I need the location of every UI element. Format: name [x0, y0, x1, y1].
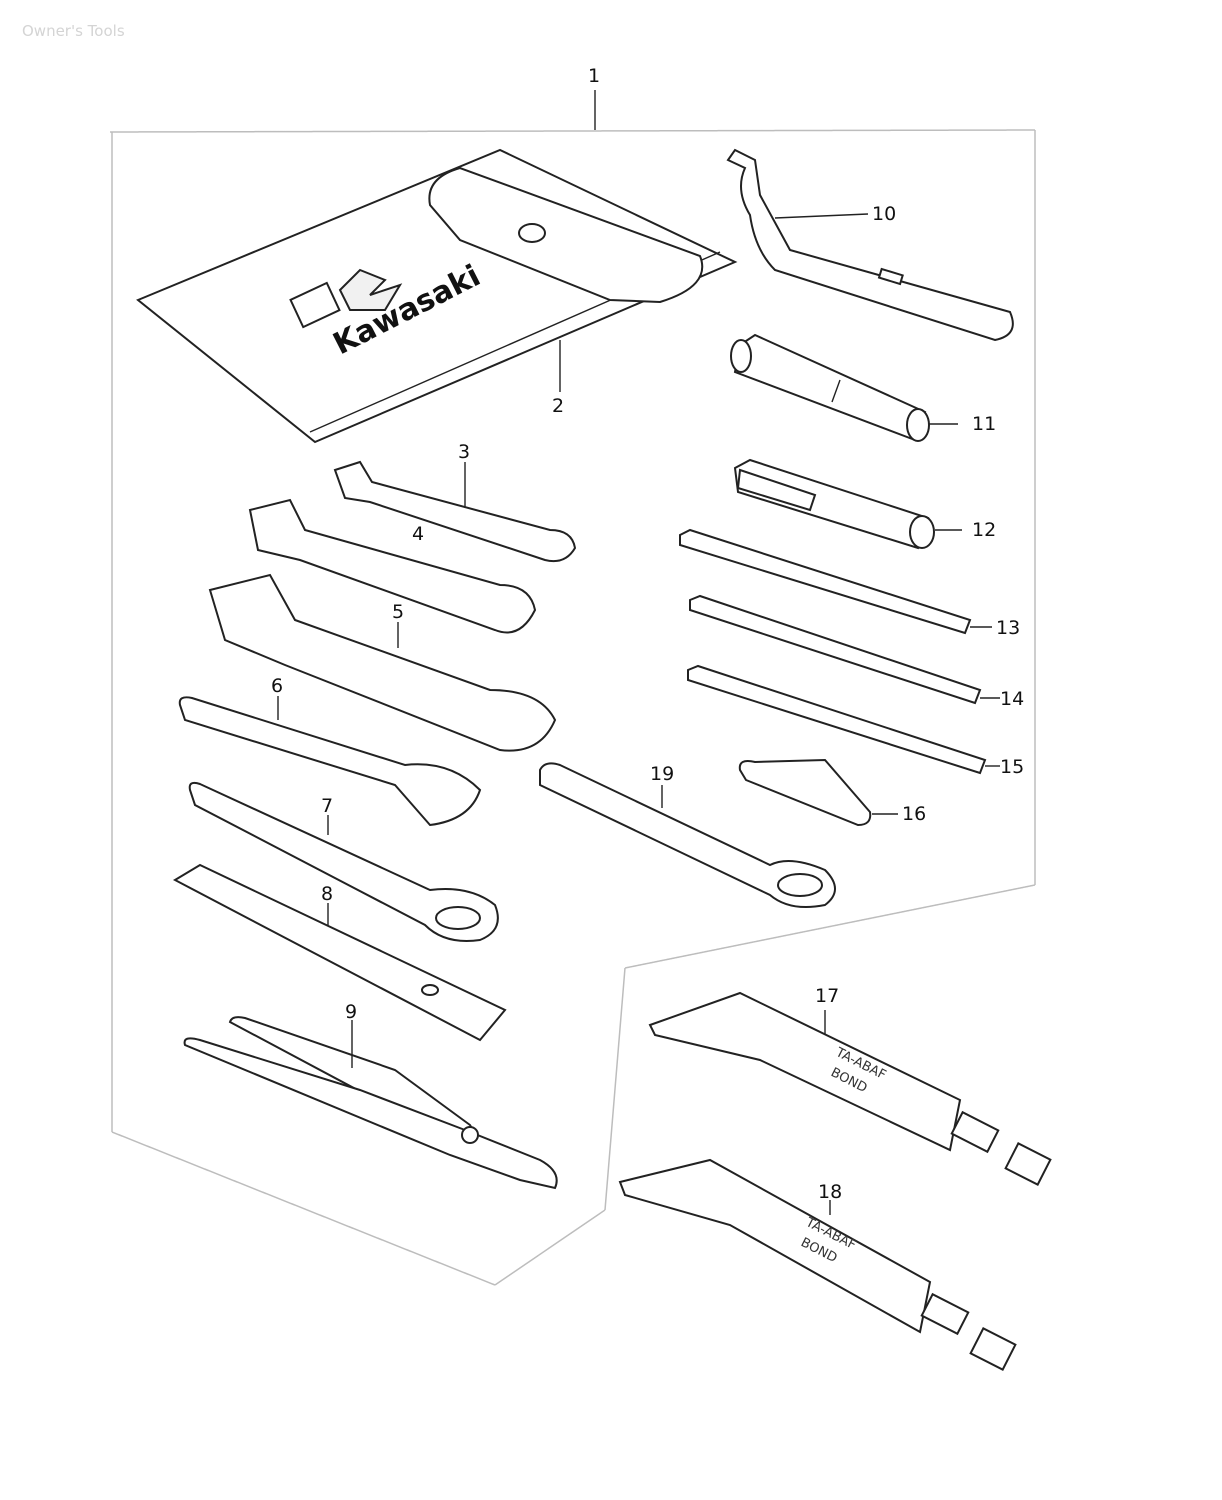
open-wrench-5 — [208, 573, 557, 752]
callout-2: 2 — [552, 395, 564, 417]
open-wrench-6 — [178, 696, 482, 827]
callout-8: 8 — [321, 883, 333, 905]
small-spanner — [738, 758, 872, 827]
screwdriver-handle — [733, 458, 935, 550]
ring-wrench-7 — [188, 781, 499, 942]
spark-plug-wrench — [730, 333, 930, 442]
callout-12: 12 — [972, 519, 996, 541]
faint-header-text: Owner's Tools — [22, 22, 125, 40]
callout-4: 4 — [412, 523, 424, 545]
box-wrench-19 — [539, 762, 836, 908]
callout-7: 7 — [321, 795, 333, 817]
callout-16: 16 — [902, 803, 926, 825]
callout-5: 5 — [392, 601, 404, 623]
tool-bag: Kawasaki — [136, 148, 738, 444]
callouts: 1 2 3 4 5 6 7 8 9 10 11 12 13 14 15 16 1… — [271, 65, 1024, 1203]
sealant-tube-18: TA-ABAF BOND — [618, 1158, 1017, 1371]
flat-bar-8 — [172, 863, 507, 1042]
callout-15: 15 — [1000, 756, 1024, 778]
callout-18: 18 — [818, 1181, 842, 1203]
callout-3: 3 — [458, 441, 470, 463]
callout-13: 13 — [996, 617, 1020, 639]
callout-14: 14 — [1000, 688, 1024, 710]
leader-10 — [774, 213, 869, 219]
open-wrench-3 — [333, 460, 577, 563]
callout-10: 10 — [872, 203, 896, 225]
callout-11: 11 — [972, 413, 996, 435]
screwdriver-blade-15 — [687, 664, 987, 775]
open-wrench-4 — [248, 498, 537, 634]
sealant-tube-17: TA-ABAF BOND — [648, 991, 1052, 1186]
callout-6: 6 — [271, 675, 283, 697]
screwdriver-blade-13 — [679, 528, 972, 635]
screwdriver-blade-14 — [689, 594, 982, 705]
callout-9: 9 — [345, 1001, 357, 1023]
callout-1: 1 — [588, 65, 600, 87]
pliers-9 — [183, 1016, 558, 1190]
assembly-frame — [109, 129, 1036, 1286]
callout-19: 19 — [650, 763, 674, 785]
callout-17: 17 — [815, 985, 839, 1007]
hook-spanner — [726, 148, 1014, 342]
